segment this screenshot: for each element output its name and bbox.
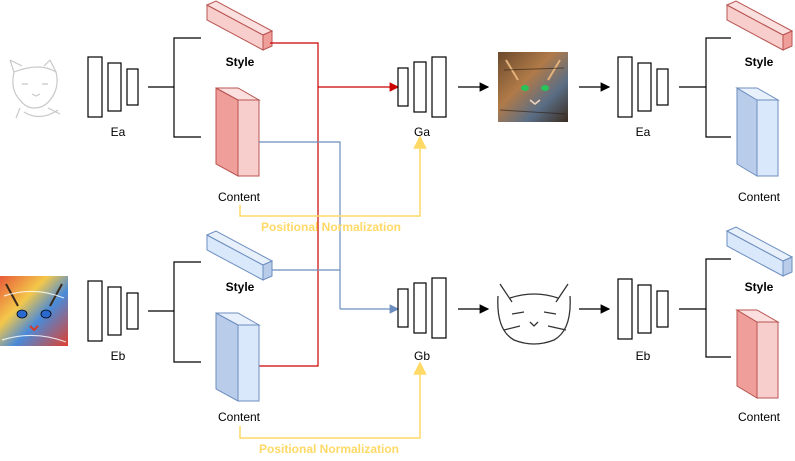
red-style-route <box>259 42 319 367</box>
generator-gb <box>397 277 447 339</box>
blue-content-route <box>259 141 341 309</box>
generator-ga-label: Ga <box>414 125 430 139</box>
style-a-label: Style <box>226 55 255 69</box>
style-out-a <box>725 0 794 51</box>
content-out-a <box>735 87 780 177</box>
positional-norm-top-label: Positional Normalization <box>261 220 401 234</box>
generator-ga <box>397 56 447 118</box>
content-b-label: Content <box>218 410 261 424</box>
cat-sketch-output <box>497 283 571 345</box>
encoder-eb-in <box>87 280 139 342</box>
content-out-a-label: Content <box>738 190 781 204</box>
split-bracket-bottom <box>148 261 201 363</box>
positional-norm-arrow-top <box>239 135 427 217</box>
content-code-a <box>215 87 261 177</box>
style-code-b <box>205 230 274 281</box>
split-bracket-top-out <box>679 37 731 138</box>
encoder-eb-out <box>617 278 669 340</box>
encoder-eb-in-label: Eb <box>111 349 126 363</box>
positional-norm-arrow-bottom <box>239 361 427 439</box>
encoder-ea-in <box>87 56 139 118</box>
encoder-ea-out <box>617 56 669 118</box>
style-out-b-label: Style <box>745 280 774 294</box>
encoder-eb-out-label: Eb <box>636 349 651 363</box>
style-b-label: Style <box>226 280 255 294</box>
cat-sketch-input-icon <box>9 59 61 119</box>
style-out-a-label: Style <box>745 55 774 69</box>
positional-norm-bottom-label: Positional Normalization <box>259 442 399 456</box>
content-out-b-label: Content <box>738 410 781 424</box>
style-out-b <box>725 226 794 277</box>
encoder-ea-in-label: Ea <box>111 125 126 139</box>
style-code-a <box>205 0 274 51</box>
content-out-b <box>735 309 780 399</box>
split-bracket-bottom-out <box>679 258 731 358</box>
content-code-b <box>215 312 261 402</box>
content-a-label: Content <box>218 190 261 204</box>
encoder-ea-out-label: Ea <box>636 125 651 139</box>
generator-gb-label: Gb <box>414 349 430 363</box>
cat-photo-stylized-output <box>498 52 568 122</box>
split-bracket-top <box>148 37 201 138</box>
cat-painting-input <box>0 276 68 346</box>
